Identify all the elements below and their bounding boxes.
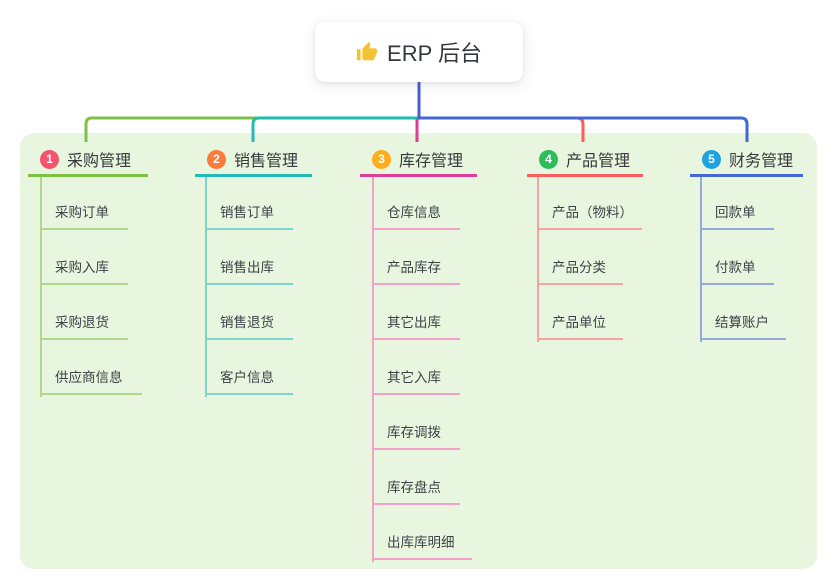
branch-1-label: 采购管理 [67, 153, 132, 170]
node-branch4-item1[interactable]: 产品（物料） [537, 192, 642, 230]
node-branch3-item5[interactable]: 库存调拨 [372, 412, 460, 450]
branch-title-3[interactable]: 3 库存管理 [360, 144, 477, 177]
branch-3-number-badge: 3 [372, 149, 391, 169]
branch-2-number-badge: 2 [207, 149, 226, 169]
node-branch2-item4[interactable]: 客户信息 [205, 357, 293, 395]
branch-4-subtree-line [537, 177, 539, 342]
branch-3-subtree-line [372, 177, 374, 562]
root-node-label: ERP 后台 [387, 41, 482, 66]
branch-title-4[interactable]: 4 产品管理 [527, 144, 643, 177]
node-branch3-item1[interactable]: 仓库信息 [372, 192, 460, 230]
branch-1-number-badge: 1 [40, 149, 59, 169]
node-branch5-item1[interactable]: 回款单 [700, 192, 774, 230]
node-branch1-item2[interactable]: 采购入库 [40, 247, 128, 285]
thumbs-up-icon [356, 41, 378, 61]
root-node-erp[interactable]: ERP 后台 [315, 22, 523, 82]
node-branch3-item6[interactable]: 库存盘点 [372, 467, 460, 505]
node-branch4-item3[interactable]: 产品单位 [537, 302, 623, 340]
node-branch2-item3[interactable]: 销售退货 [205, 302, 293, 340]
branch-2-label: 销售管理 [234, 153, 299, 170]
node-branch4-item2[interactable]: 产品分类 [537, 247, 623, 285]
node-branch3-item7[interactable]: 出库库明细 [372, 522, 472, 560]
branch-2-subtree-line [205, 177, 207, 397]
node-branch5-item2[interactable]: 付款单 [700, 247, 774, 285]
branch-3-label: 库存管理 [399, 153, 464, 170]
branch-4-number-badge: 4 [539, 149, 558, 169]
branch-5-label: 财务管理 [729, 153, 794, 170]
node-branch1-item3[interactable]: 采购退货 [40, 302, 128, 340]
node-branch2-item2[interactable]: 销售出库 [205, 247, 293, 285]
node-branch2-item1[interactable]: 销售订单 [205, 192, 293, 230]
node-branch3-item4[interactable]: 其它入库 [372, 357, 460, 395]
node-branch3-item2[interactable]: 产品库存 [372, 247, 460, 285]
branch-title-2[interactable]: 2 销售管理 [195, 144, 312, 177]
branch-1-subtree-line [40, 177, 42, 397]
branch-4-label: 产品管理 [566, 153, 631, 170]
node-branch1-item1[interactable]: 采购订单 [40, 192, 128, 230]
node-branch1-item4[interactable]: 供应商信息 [40, 357, 142, 395]
branch-5-subtree-line [700, 177, 702, 342]
branch-title-5[interactable]: 5 财务管理 [690, 144, 803, 177]
node-branch5-item3[interactable]: 结算账户 [700, 302, 786, 340]
branches-panel [20, 133, 817, 569]
node-branch3-item3[interactable]: 其它出库 [372, 302, 460, 340]
branch-5-number-badge: 5 [702, 149, 721, 169]
branch-title-1[interactable]: 1 采购管理 [28, 144, 148, 177]
